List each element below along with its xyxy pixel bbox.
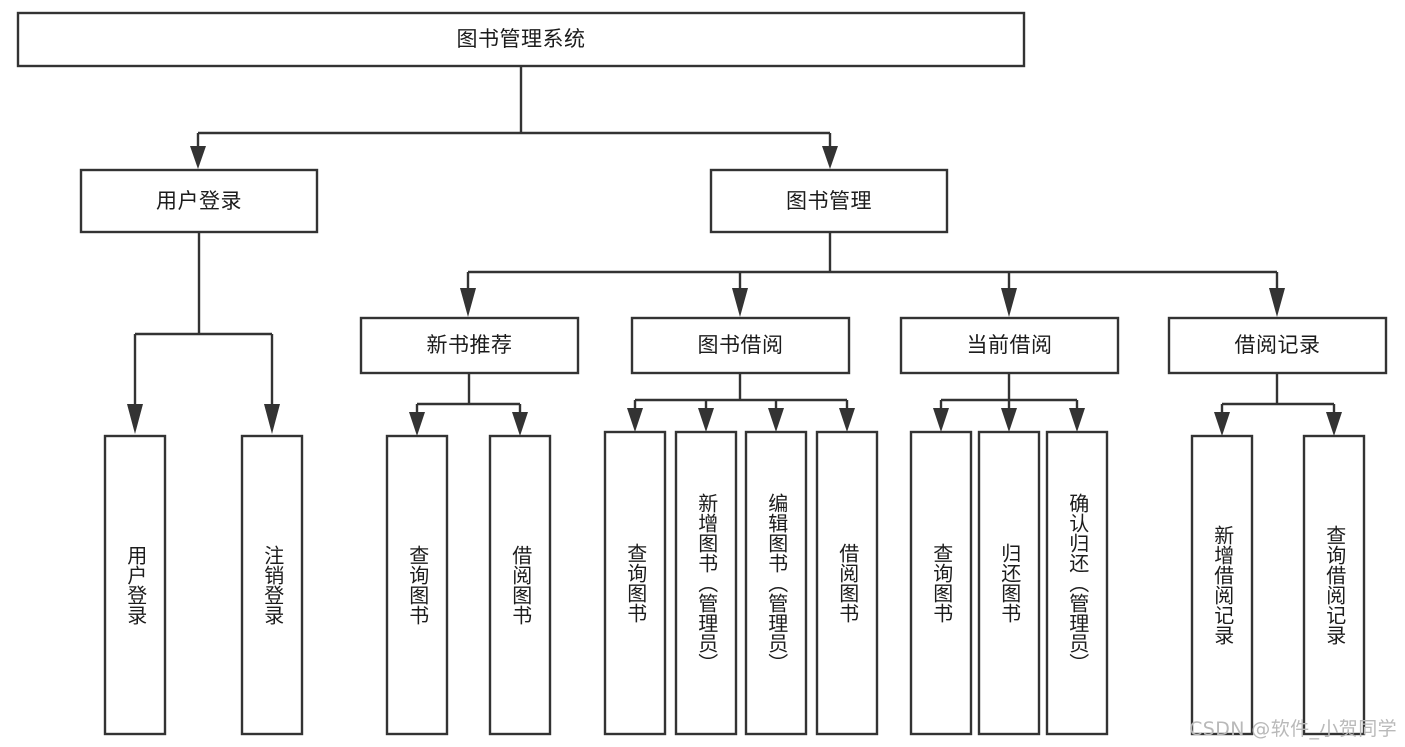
arrow-head-leaf-borrow-book-2-icon: [839, 408, 855, 432]
node-leaf-borrow-book-1-box[interactable]: [488, 434, 552, 736]
arrow-head-leaf-logout-icon: [264, 404, 280, 434]
arrow-head-book-borrow-icon: [732, 288, 748, 317]
node-leaf-confirm-return-box[interactable]: [1045, 430, 1109, 736]
node-leaf-borrow-book-2-box[interactable]: [815, 430, 879, 736]
node-leaf-add-book-box[interactable]: [674, 430, 738, 736]
arrow-head-leaf-borrow-book-1-icon: [512, 412, 528, 436]
node-leaf-query-book-3-box[interactable]: [909, 430, 973, 736]
node-root-box[interactable]: [16, 11, 1026, 68]
node-borrow-record-box[interactable]: [1167, 316, 1388, 375]
arrow-head-leaf-query-book-1-icon: [409, 412, 425, 436]
node-leaf-user-login-box[interactable]: [103, 434, 167, 736]
arrow-head-book-manage-icon: [822, 146, 838, 169]
node-leaf-add-record-box[interactable]: [1190, 434, 1254, 736]
node-book-borrow-box[interactable]: [630, 316, 851, 375]
arrow-head-leaf-query-book-2-icon: [627, 408, 643, 432]
node-leaf-return-book-box[interactable]: [977, 430, 1041, 736]
arrow-head-borrow-record-icon: [1269, 288, 1285, 317]
arrow-head-leaf-query-book-3-icon: [933, 408, 949, 432]
node-leaf-query-book-2-box[interactable]: [603, 430, 667, 736]
arrow-head-current-borrow-icon: [1001, 288, 1017, 317]
node-leaf-edit-book-box[interactable]: [744, 430, 808, 736]
arrow-head-leaf-edit-book-icon: [768, 408, 784, 432]
node-new-book-rec-box[interactable]: [359, 316, 580, 375]
arrow-head-leaf-add-record-icon: [1214, 412, 1230, 436]
arrow-head-user-login-icon: [190, 146, 206, 169]
node-book-manage-box[interactable]: [709, 168, 949, 234]
arrow-head-leaf-user-login-icon: [127, 404, 143, 434]
arrow-head-leaf-return-book-icon: [1001, 408, 1017, 432]
arrow-head-new-book-rec-icon: [460, 288, 476, 317]
arrow-head-leaf-query-record-icon: [1326, 412, 1342, 436]
arrow-head-leaf-add-book-icon: [698, 408, 714, 432]
node-leaf-query-book-1-box[interactable]: [385, 434, 449, 736]
arrow-head-leaf-confirm-return-icon: [1069, 408, 1085, 432]
node-leaf-logout-box[interactable]: [240, 434, 304, 736]
node-current-borrow-box[interactable]: [899, 316, 1120, 375]
node-leaf-query-record-box[interactable]: [1302, 434, 1366, 736]
node-user-login-box[interactable]: [79, 168, 319, 234]
